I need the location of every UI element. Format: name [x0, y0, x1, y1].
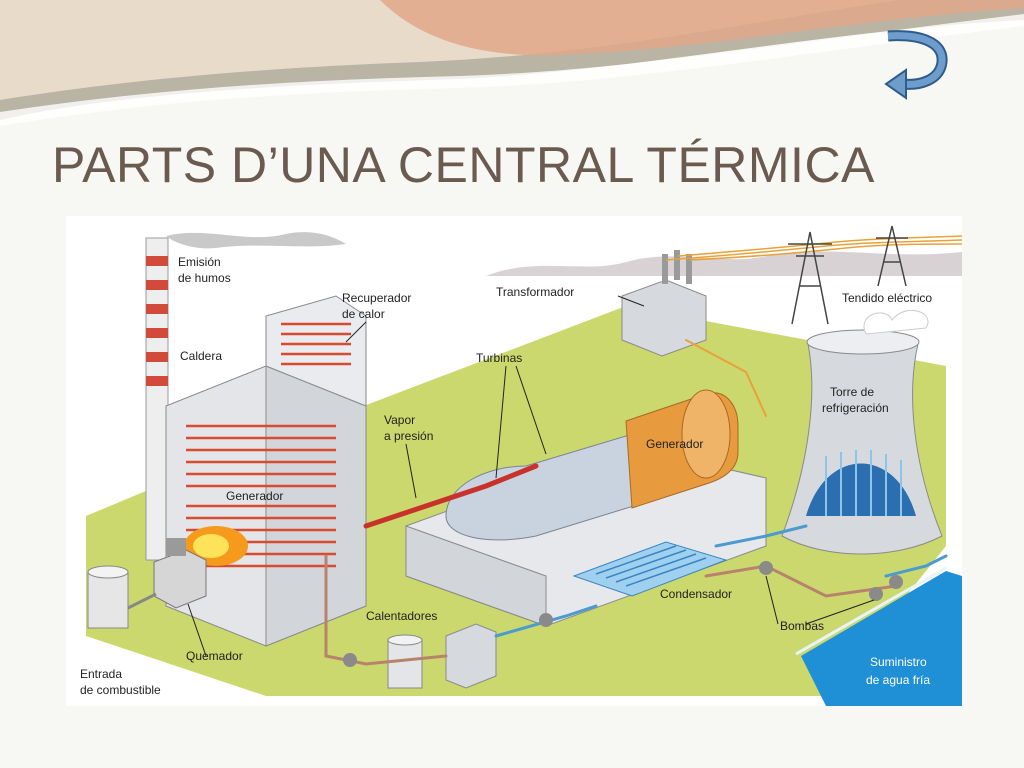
- label-burner: Quemador: [186, 649, 243, 663]
- label-heat-recovery-2: de calor: [342, 307, 385, 321]
- label-condenser: Condensador: [660, 587, 732, 601]
- label-cold-water-1: Suministro: [870, 655, 927, 669]
- pump-1: [343, 653, 357, 667]
- smoke: [166, 232, 346, 249]
- label-pressure-steam-2: a presión: [384, 429, 433, 443]
- label-boiler: Caldera: [180, 349, 222, 363]
- pump-4: [869, 587, 883, 601]
- pylon-2: [876, 225, 908, 287]
- power-lines: [665, 235, 962, 261]
- header-banner: [0, 0, 1024, 126]
- steam-pipe: [363, 463, 539, 529]
- boiler-building: [165, 295, 367, 647]
- cold-water-reservoir: [801, 571, 962, 706]
- heater-tank: [387, 634, 423, 689]
- cooling-pipe-3: [704, 564, 898, 598]
- label-steam-generator: Generador: [226, 489, 283, 503]
- label-turbines: Turbinas: [476, 351, 522, 365]
- label-emission-1: Emisión: [178, 255, 221, 269]
- label-fuel-inlet-1: Entrada: [80, 667, 122, 681]
- label-transformer: Transformador: [496, 285, 574, 299]
- fuel-tank: [87, 565, 157, 629]
- label-fuel-inlet-2: de combustible: [80, 683, 161, 697]
- pylon-1: [788, 231, 832, 325]
- distant-hills: [486, 251, 962, 276]
- slide-title: PARTS D’UNA CENTRAL TÉRMICA: [52, 137, 875, 193]
- label-cooling-tower-1: Torre de: [830, 385, 874, 399]
- return-arrow-icon: [884, 30, 948, 100]
- label-cold-water-2: de agua fría: [866, 673, 930, 687]
- transformer: [621, 250, 707, 357]
- condenser: [572, 541, 728, 597]
- cooling-tower: [781, 310, 943, 555]
- power-plant-diagram: Emisión de humos Recuperador de calor Ca…: [66, 216, 962, 706]
- return-button[interactable]: [880, 28, 950, 100]
- transformer-line: [685, 339, 767, 417]
- heater-box: [445, 623, 497, 689]
- pump-5: [889, 575, 903, 589]
- pump-2: [539, 613, 553, 627]
- label-power-lines: Tendido eléctrico: [842, 291, 932, 305]
- banner-swoosh-peach: [380, 0, 1024, 56]
- cooling-pipe-4: [884, 554, 948, 578]
- label-heaters: Calentadores: [366, 609, 437, 623]
- cooling-pipe-2: [714, 524, 808, 548]
- pump-3: [759, 561, 773, 575]
- label-heat-recovery-1: Recuperador: [342, 291, 411, 305]
- label-cooling-tower-2: refrigeración: [822, 401, 889, 415]
- burner: [153, 538, 207, 609]
- label-generator: Generador: [646, 437, 703, 451]
- turbine-hall: [405, 389, 767, 627]
- label-pressure-steam-1: Vapor: [384, 413, 415, 427]
- cooling-pipe-1: [494, 604, 598, 638]
- label-emission-2: de humos: [178, 271, 231, 285]
- label-pumps: Bombas: [780, 619, 824, 633]
- chimney: [145, 237, 169, 561]
